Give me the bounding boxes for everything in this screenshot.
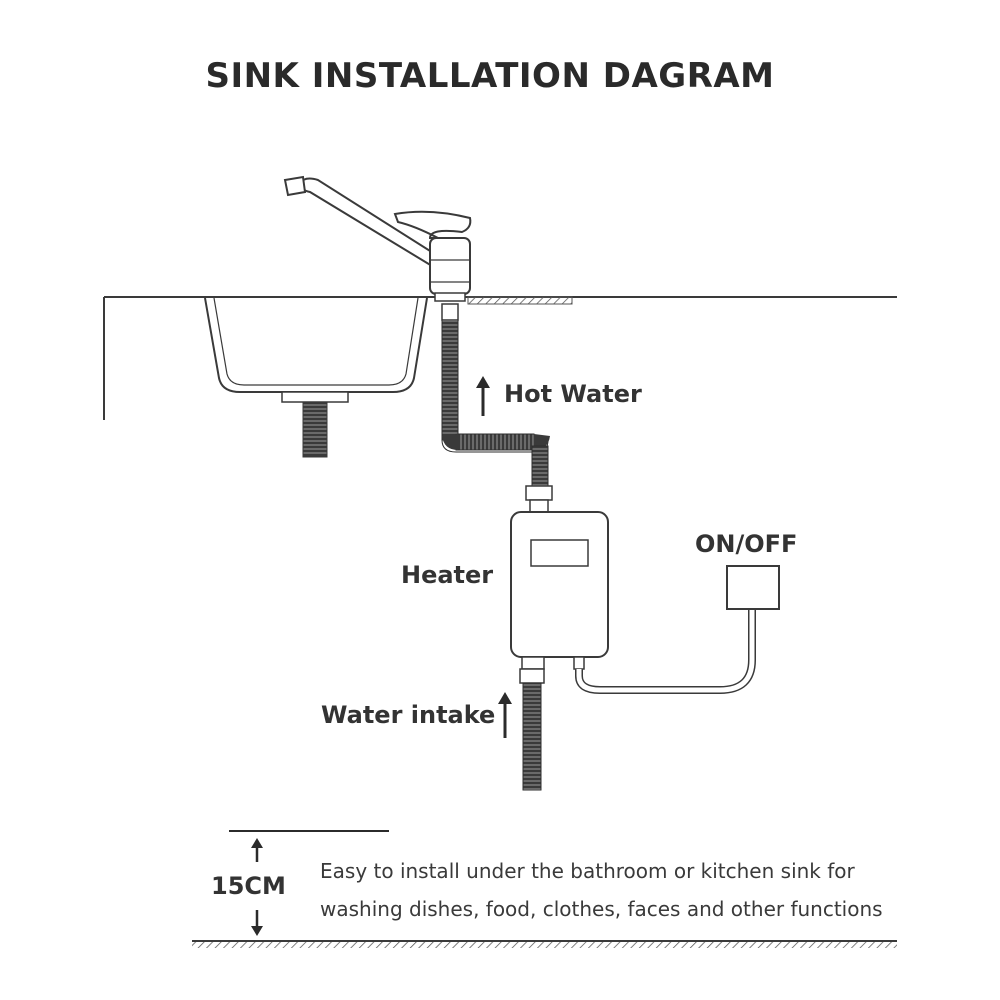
hot-water-arrow-icon [476,376,490,416]
hot-water-label: Hot Water [504,380,642,408]
description-line-2: washing dishes, food, clothes, faces and… [320,897,883,921]
diagram-title: SINK INSTALLATION DAGRAM [205,56,775,96]
height-dimension [229,830,389,936]
water-intake-arrow-icon [498,692,512,738]
on-off-switch [726,565,780,610]
height-label: 15CM [211,872,286,900]
water-intake-label: Water intake [321,701,496,729]
hot-water-hose [441,303,553,513]
water-intake-hose [519,668,545,791]
heater-unit [510,511,609,670]
floor [192,940,897,948]
sink-basin [204,297,428,403]
on-off-label: ON/OFF [695,530,798,558]
power-cable [575,609,756,694]
description-line-1: Easy to install under the bathroom or ki… [320,859,855,883]
faucet [283,175,472,302]
countertop [103,296,897,420]
heater-label: Heater [401,561,494,589]
drain-pipe [302,401,328,458]
